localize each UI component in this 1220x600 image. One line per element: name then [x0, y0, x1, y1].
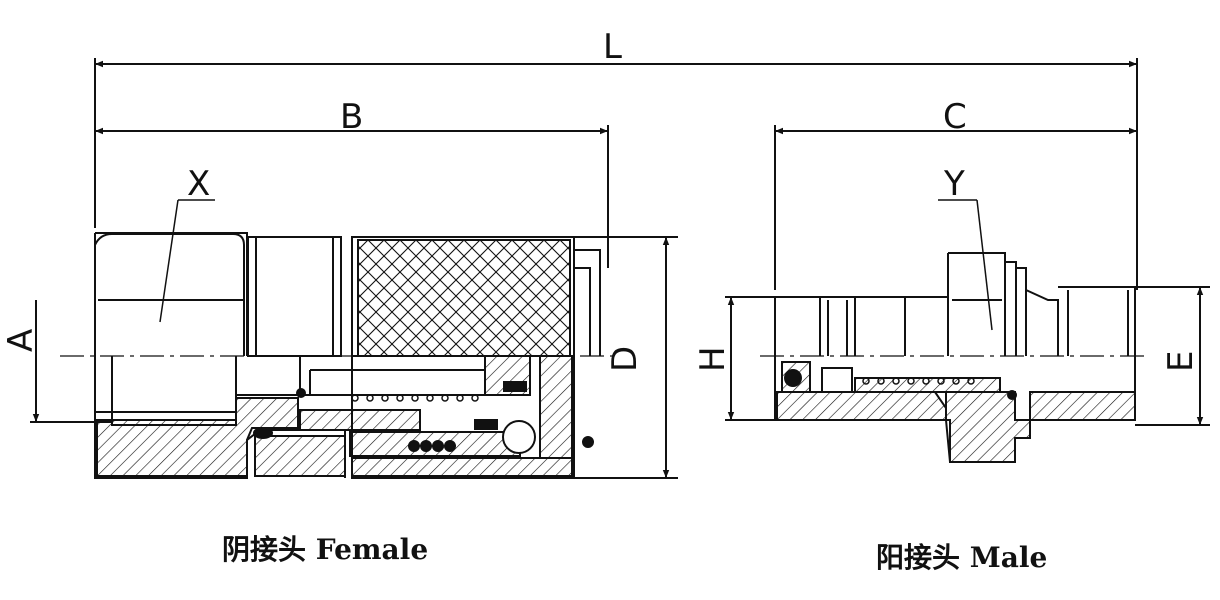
dimension-l [94, 58, 1138, 290]
label-e: E [1161, 351, 1201, 372]
label-d: D [605, 346, 645, 372]
leader-x [159, 199, 215, 323]
label-b: B [340, 97, 363, 137]
label-x: X [187, 164, 210, 204]
male-coupling [774, 252, 1136, 463]
leader-y [938, 199, 993, 331]
caption-male: 阳接头 Male [876, 541, 1048, 574]
caption-female: 阴接头 Female [222, 533, 429, 566]
dimension-a [30, 300, 112, 423]
dimension-d [574, 236, 678, 479]
dimension-c [774, 125, 1137, 290]
label-l: L [603, 27, 622, 67]
label-y: Y [943, 164, 965, 204]
label-h: H [693, 346, 733, 372]
dimension-b [95, 125, 609, 268]
dimension-e [1135, 286, 1210, 426]
label-a: A [1, 329, 41, 352]
label-c: C [943, 97, 967, 137]
dimension-h [725, 296, 775, 421]
